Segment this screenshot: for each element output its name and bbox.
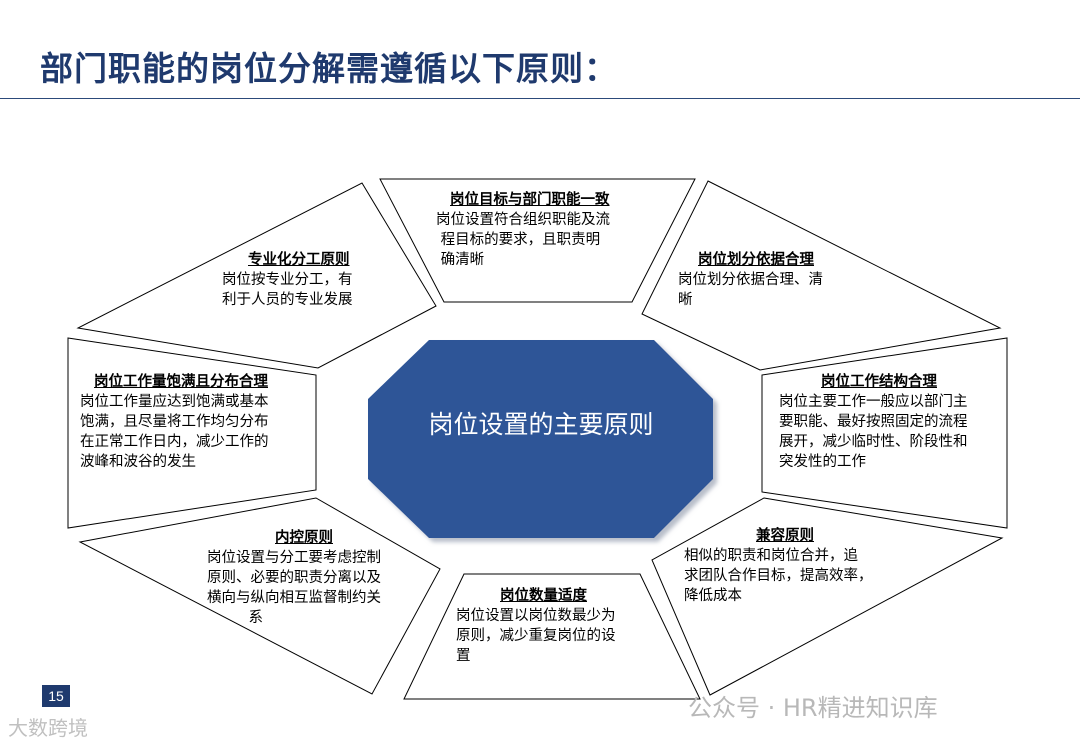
principle-body: 岗位设置以岗位数最少为 原则，减少重复岗位的设 置: [456, 608, 616, 664]
principle-heading: 内控原则: [275, 529, 333, 546]
principle-body: 相似的职责和岗位合并，追 求团队合作目标，提高效率， 降低成本: [684, 548, 873, 604]
principle-heading: 岗位数量适度: [500, 587, 587, 604]
principle-internal-control: 内控原则 岗位设置与分工要考虑控制 原则、必要的职责分离以及 横向与纵向相互监督…: [207, 528, 381, 628]
principle-work-structure: 岗位工作结构合理 岗位主要工作一般应以部门主 要职能、最好按照固定的流程 展开，…: [779, 372, 968, 472]
petal-specialization: [76, 182, 437, 369]
principle-body: 岗位工作量应达到饱满或基本 饱满，且尽量将工作均匀分布 在正常工作日内，减少工作…: [80, 394, 269, 470]
center-octagon: [368, 340, 713, 538]
page-number: 15: [42, 685, 70, 707]
page-title: 部门职能的岗位分解需遵循以下原则：: [40, 49, 618, 88]
watermark-left: 大数跨境: [8, 716, 88, 740]
principle-body: 岗位划分依据合理、清 晰: [678, 272, 823, 308]
petal-workload: [67, 337, 317, 529]
title-divider: [0, 98, 1080, 99]
petal-compatibility: [651, 497, 1004, 696]
principle-goal-alignment: 岗位目标与部门职能一致 岗位设置符合组织职能及流 程目标的要求，且职责明 确清晰: [436, 190, 610, 270]
principle-compatibility: 兼容原则 相似的职责和岗位合并，追 求团队合作目标，提高效率， 降低成本: [684, 526, 873, 606]
petal-division-basis: [641, 180, 1002, 371]
principle-division-basis: 岗位划分依据合理 岗位划分依据合理、清 晰: [678, 250, 823, 310]
principle-specialization: 专业化分工原则 岗位按专业分工，有 利于人员的专业发展: [222, 250, 353, 310]
watermark-right: 公众号 · HR精进知识库: [688, 694, 938, 722]
principle-heading: 岗位划分依据合理: [698, 251, 814, 268]
principle-heading: 岗位工作量饱满且分布合理: [94, 373, 268, 390]
principle-headcount: 岗位数量适度 岗位设置以岗位数最少为 原则，减少重复岗位的设 置: [456, 586, 616, 666]
principle-body: 岗位按专业分工，有 利于人员的专业发展: [222, 272, 353, 308]
principle-heading: 岗位工作结构合理: [821, 373, 937, 390]
principle-heading: 岗位目标与部门职能一致: [450, 191, 610, 208]
principle-heading: 兼容原则: [756, 527, 814, 544]
center-label: 岗位设置的主要原则: [428, 410, 654, 439]
petal-work-structure: [761, 337, 1008, 529]
principle-body: 岗位主要工作一般应以部门主 要职能、最好按照固定的流程 展开，减少临时性、阶段性…: [779, 394, 968, 470]
principle-workload: 岗位工作量饱满且分布合理 岗位工作量应达到饱满或基本 饱满，且尽量将工作均匀分布…: [80, 372, 269, 472]
principle-body: 岗位设置与分工要考虑控制 原则、必要的职责分离以及 横向与纵向相互监督制约关 系: [207, 550, 381, 626]
petal-goal-alignment: [379, 178, 696, 303]
petal-headcount: [403, 573, 701, 700]
principle-body: 岗位设置符合组织职能及流 程目标的要求，且职责明 确清晰: [436, 212, 610, 268]
petal-internal-control: [78, 497, 441, 695]
principle-heading: 专业化分工原则: [248, 251, 350, 268]
